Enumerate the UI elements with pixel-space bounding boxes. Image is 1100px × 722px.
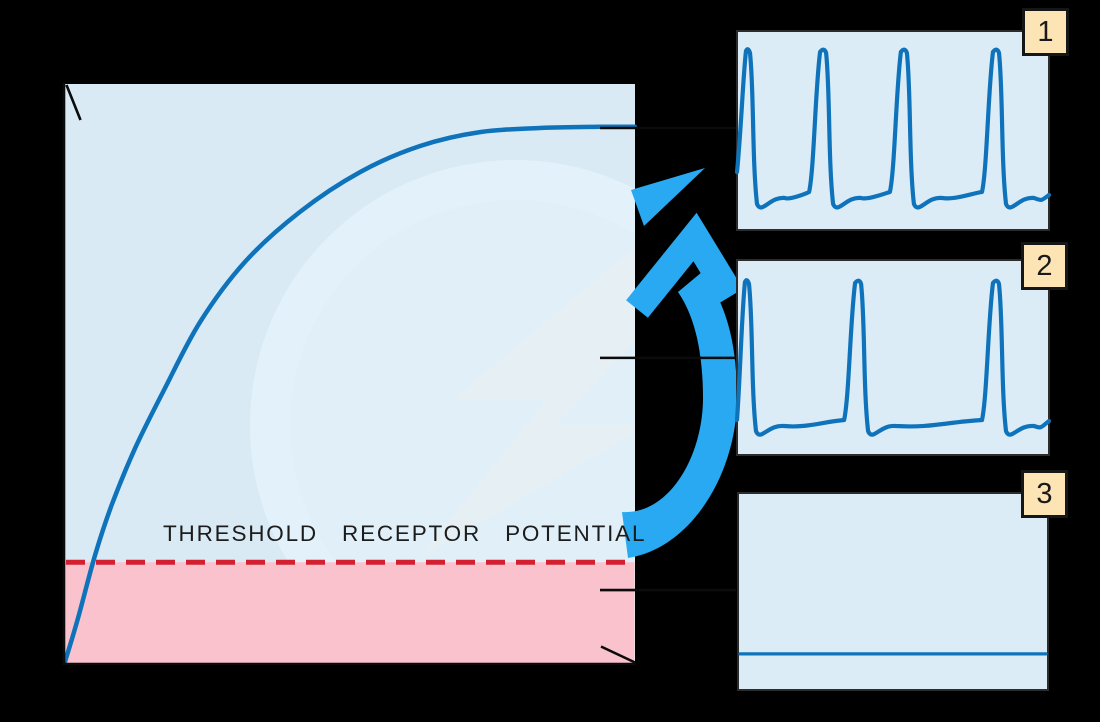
trace-1-tag: 1 xyxy=(1022,8,1069,56)
trace-panel-1 xyxy=(734,30,1052,231)
watermark-bolt-icon xyxy=(420,247,635,557)
trace-panel-2-frame xyxy=(736,259,1050,456)
straight-arrow-icon xyxy=(631,168,705,226)
trace-panel-3-frame xyxy=(737,492,1049,691)
below-threshold-region xyxy=(65,562,635,664)
flow-arrows xyxy=(622,168,743,558)
level-ticks xyxy=(600,126,736,592)
trace-3-tag: 3 xyxy=(1021,470,1068,518)
trace-panel-2 xyxy=(734,259,1052,456)
curved-arrow-head-icon xyxy=(626,212,743,318)
curved-arrow-icon xyxy=(622,272,737,558)
x-axis-arrowhead-icon xyxy=(600,645,636,664)
trace-2-tag: 2 xyxy=(1021,242,1068,290)
y-axis-arrowhead-icon xyxy=(65,84,82,121)
stimulus-response-graph xyxy=(62,83,638,666)
trace-panels xyxy=(734,30,1052,691)
threshold-label: THRESHOLD RECEPTOR POTENTIAL xyxy=(163,521,647,546)
trace-panel-3 xyxy=(737,492,1049,691)
action-potential-trace-2 xyxy=(734,278,1052,437)
action-potential-trace-1 xyxy=(734,47,1052,210)
watermark-ring-icon xyxy=(250,160,635,664)
receptor-potential-curve xyxy=(62,124,638,665)
watermark xyxy=(250,160,635,664)
